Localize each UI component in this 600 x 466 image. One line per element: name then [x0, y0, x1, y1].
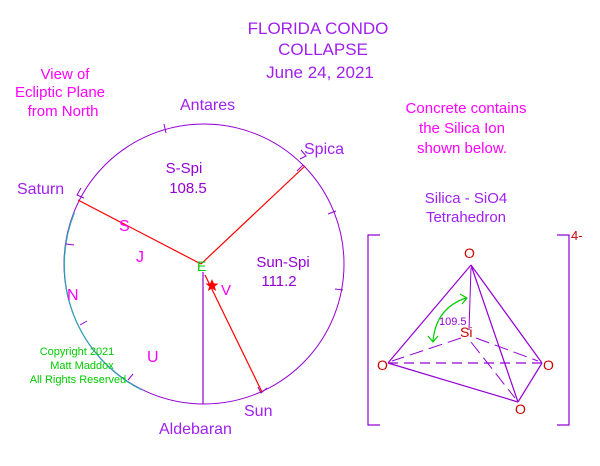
earth-spica-line [200, 165, 306, 265]
planet-earth: E [197, 258, 206, 274]
tetra-edge [387, 362, 519, 403]
concrete-note-line-1: Concrete contains [406, 100, 527, 117]
oxygen-atom-left: O [377, 357, 388, 373]
tetra-edge [470, 264, 543, 364]
left-bracket [367, 234, 380, 426]
ion-charge: 4- [571, 228, 583, 243]
arrowhead [299, 149, 307, 160]
concrete-note-line-2: the Silica Ion [419, 120, 505, 137]
concrete-note-line-3: shown below. [417, 140, 507, 157]
oxygen-atoms: O O O O [377, 245, 554, 417]
tetra-edge [387, 264, 472, 364]
tetrahedron-title-line-2: Tetrahedron [426, 209, 506, 226]
silicon-bonds [391, 267, 539, 399]
planet-neptune: N [67, 287, 79, 304]
title-line-2: COLLAPSE [278, 40, 368, 59]
silicon-atom: Si [460, 324, 472, 340]
earth-saturn-line [77, 199, 202, 265]
angle-labels: S-Spi 108.5 Sun-Spi 111.2 [166, 160, 310, 290]
copyright-line-3: All Rights Reserved [30, 374, 127, 386]
planet-jupiter: J [136, 249, 144, 266]
bond-angle-arc [432, 297, 467, 342]
si-o-bond [470, 341, 516, 399]
earth-sun-line [204, 274, 263, 393]
angle-arrowhead [427, 335, 439, 343]
tetra-edge [517, 362, 543, 403]
oxygen-atom-bottom: O [515, 401, 526, 417]
si-o-bond [468, 267, 472, 331]
view-label-line-3: from North [28, 103, 99, 120]
venus-star-icon [205, 279, 219, 291]
tick-mark [327, 210, 337, 215]
oxygen-atom-right: O [543, 357, 554, 373]
title-line-1: FLORIDA CONDO [248, 19, 389, 38]
label-antares: Antares [180, 97, 235, 114]
view-label-line-2: Ecliptic Plane [15, 84, 105, 101]
label-saturn: Saturn [17, 181, 64, 198]
si-o-bond [391, 337, 462, 362]
planet-uranus: U [147, 349, 159, 366]
outer-planets-arc [63, 212, 143, 391]
bond-angle-value: 109.5 [439, 316, 467, 328]
right-bracket [557, 234, 570, 426]
tetrahedron-edges [387, 264, 543, 403]
planet-saturn: S [119, 218, 130, 235]
arrowhead [76, 187, 85, 199]
tick-mark [296, 164, 304, 172]
tetrahedron-title: Silica - SiO4 Tetrahedron [425, 190, 508, 226]
tick-mark [79, 320, 88, 326]
copyright: Copyright 2021 Matt Maddox All Rights Re… [30, 346, 127, 386]
copyright-line-2: Matt Maddox [50, 360, 114, 372]
planet-labels: S J N U [67, 218, 159, 366]
s-spi-label: S-Spi [166, 160, 203, 177]
si-o-bond [475, 337, 539, 362]
planet-venus: V [221, 282, 231, 299]
title-line-3: June 24, 2021 [266, 63, 374, 82]
label-sun: Sun [244, 403, 272, 420]
view-label-line-1: View of [41, 66, 91, 83]
tick-mark [163, 123, 167, 134]
circle-tick-marks [65, 123, 344, 381]
circle-arrowheads [76, 149, 307, 394]
tetrahedron-title-line-1: Silica - SiO4 [425, 190, 508, 207]
title: FLORIDA CONDO COLLAPSE June 24, 2021 [248, 19, 389, 82]
label-spica: Spica [304, 141, 344, 158]
oxygen-atom-top: O [464, 245, 475, 261]
copyright-line-1: Copyright 2021 [40, 346, 115, 358]
concrete-note: Concrete contains the Silica Ion shown b… [406, 100, 527, 157]
view-label: View of Ecliptic Plane from North [15, 66, 105, 120]
label-aldebaran: Aldebaran [159, 421, 232, 438]
sun-spi-value: 111.2 [261, 273, 296, 290]
arrowhead [257, 386, 268, 394]
tetra-edge [470, 264, 519, 403]
s-spi-value: 108.5 [169, 180, 207, 197]
tick-mark [65, 243, 75, 246]
star-labels: Antares Spica Saturn Aldebaran Sun [17, 97, 344, 438]
sun-spi-label: Sun-Spi [256, 254, 309, 271]
angle-arrowhead [459, 293, 468, 305]
tick-mark [127, 373, 134, 381]
tick-mark [334, 288, 344, 291]
